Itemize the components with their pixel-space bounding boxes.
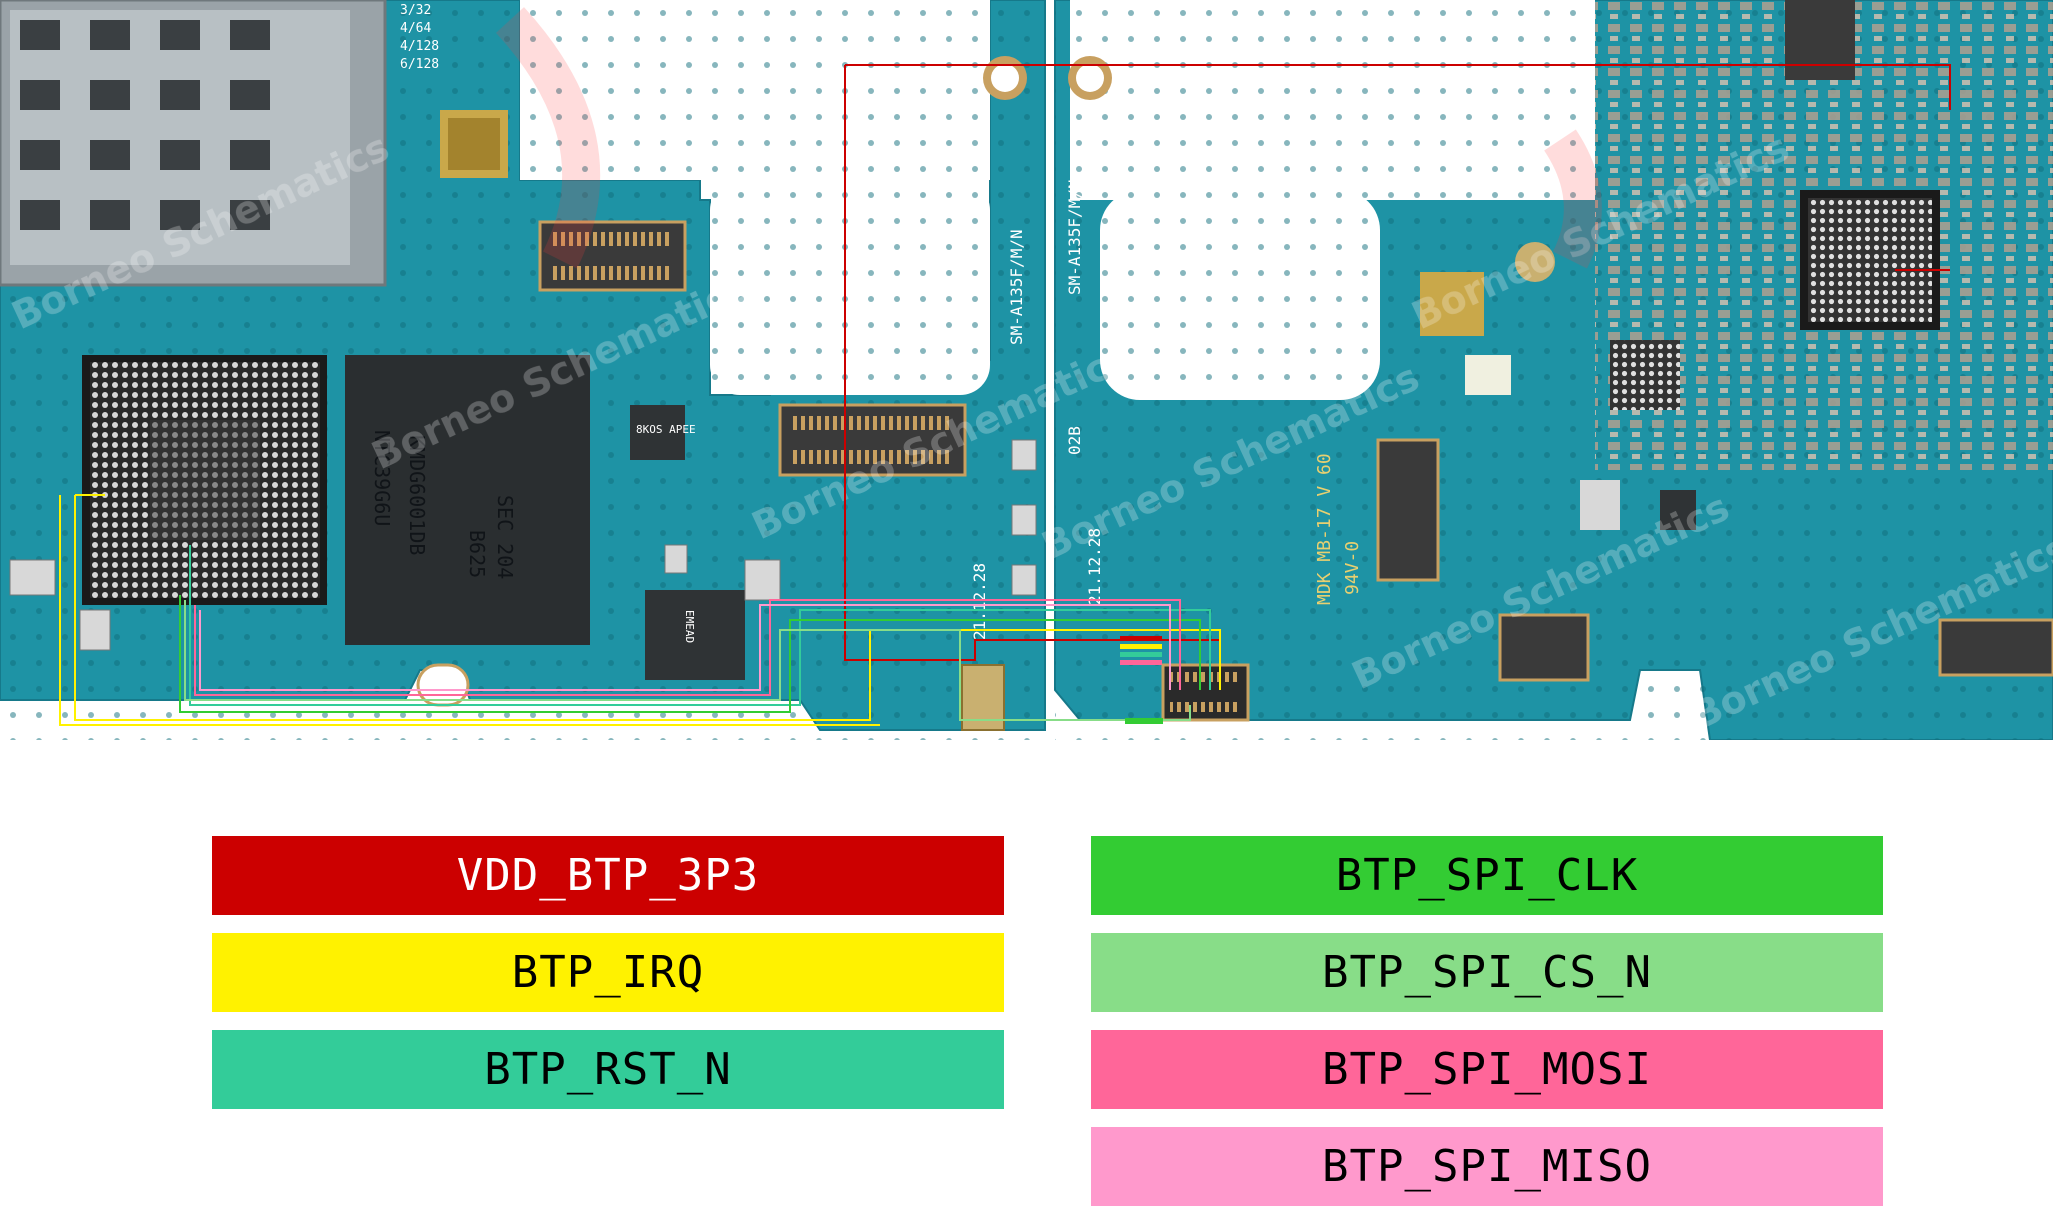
silk-model-right: SM-A135F/M/N — [1065, 179, 1084, 295]
silk-94v0: 94V-0 — [1342, 541, 1363, 595]
signal-traces — [59, 64, 1951, 726]
silk-date-right: 21.12.28 — [1085, 528, 1104, 605]
silk-ram-1: 3/32 — [400, 3, 431, 18]
silk-ram-2: 4/64 — [400, 21, 431, 36]
right-board — [1054, 0, 2053, 740]
legend-label: VDD_BTP_3P3 — [456, 850, 760, 901]
silk-chip-kmd: KMDG6001DB — [405, 435, 429, 555]
silk-rev: 02B — [1065, 426, 1084, 455]
legend-btp-spi-mosi: BTP_SPI_MOSI — [1091, 1030, 1883, 1109]
legend-label: BTP_SPI_CS_N — [1322, 947, 1652, 998]
pcb-board-photo: 3/32 4/64 4/128 6/128 SEC 204 B625 KMDG6… — [0, 0, 2053, 740]
silk-chip-8kos: 8KOS APEE — [636, 423, 696, 436]
legend-btp-spi-cs-n: BTP_SPI_CS_N — [1091, 933, 1883, 1012]
silk-ram-3: 4/128 — [400, 39, 439, 54]
silk-model-left: SM-A135F/M/N — [1007, 229, 1026, 345]
legend-label: BTP_RST_N — [484, 1044, 732, 1095]
silk-chip-emead: EMEAD — [683, 610, 696, 643]
silk-chip-kmdu: NTC39G6U — [370, 430, 394, 526]
legend-label: BTP_IRQ — [511, 947, 705, 998]
legend-btp-spi-miso: BTP_SPI_MISO — [1091, 1127, 1883, 1206]
silk-ram-4: 6/128 — [400, 57, 439, 72]
silk-date-left: 21.12.28 — [970, 563, 989, 640]
legend-btp-irq: BTP_IRQ — [212, 933, 1004, 1012]
legend-label: BTP_SPI_MISO — [1322, 1141, 1652, 1192]
silk-chip-sec: SEC 204 — [493, 495, 517, 579]
silk-chip-b625: B625 — [465, 530, 489, 578]
legend-label: BTP_SPI_CLK — [1335, 850, 1639, 901]
silk-mdk: MDK MB-17 V 60 — [1314, 453, 1335, 605]
legend-label: BTP_SPI_MOSI — [1322, 1044, 1652, 1095]
legend-btp-rst-n: BTP_RST_N — [212, 1030, 1004, 1109]
legend-vdd-btp-3p3: VDD_BTP_3P3 — [212, 836, 1004, 915]
legend-btp-spi-clk: BTP_SPI_CLK — [1091, 836, 1883, 915]
